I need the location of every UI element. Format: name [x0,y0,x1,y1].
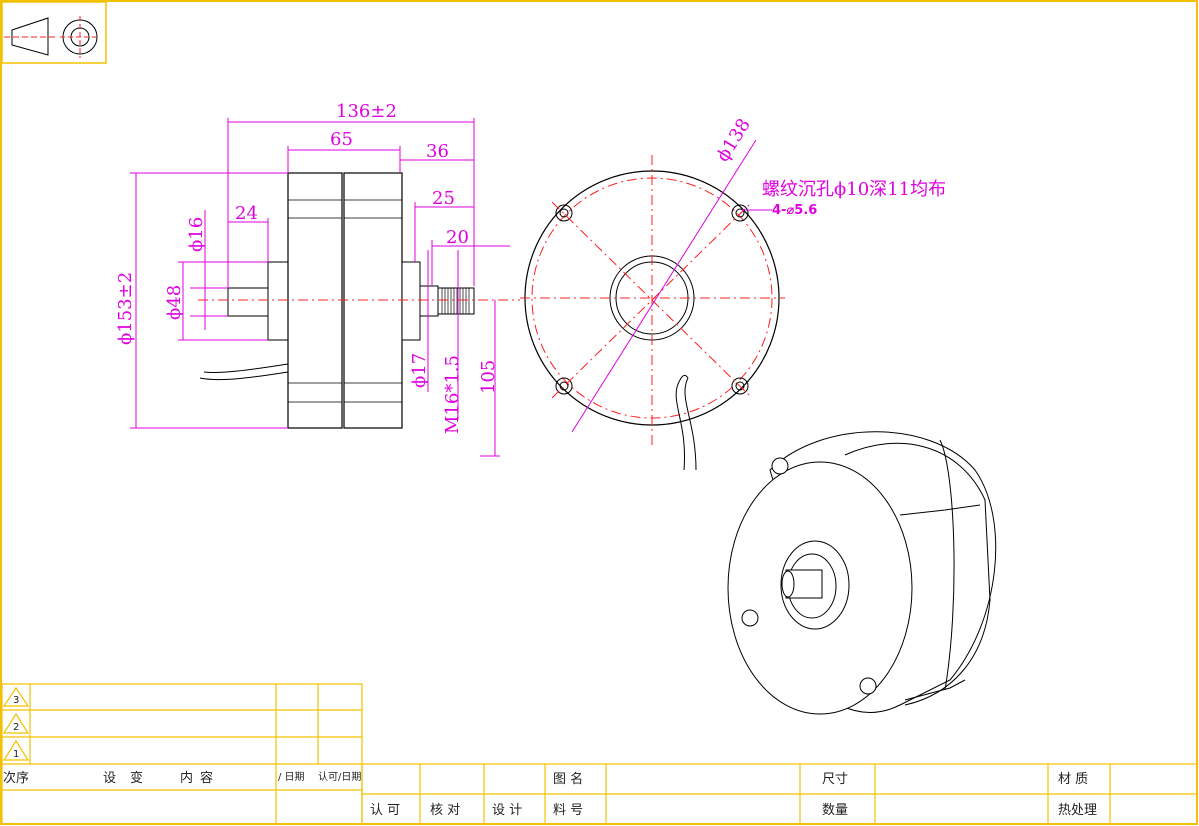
side-view-dimensions [130,118,510,457]
projection-symbol [1,1,107,64]
front-view [520,155,785,471]
side-view [198,172,520,429]
title-block [361,763,1198,825]
isometric-view [727,431,997,715]
revision-block [1,683,363,825]
front-view-dimensions [571,139,772,433]
mounting-holes [555,204,749,395]
